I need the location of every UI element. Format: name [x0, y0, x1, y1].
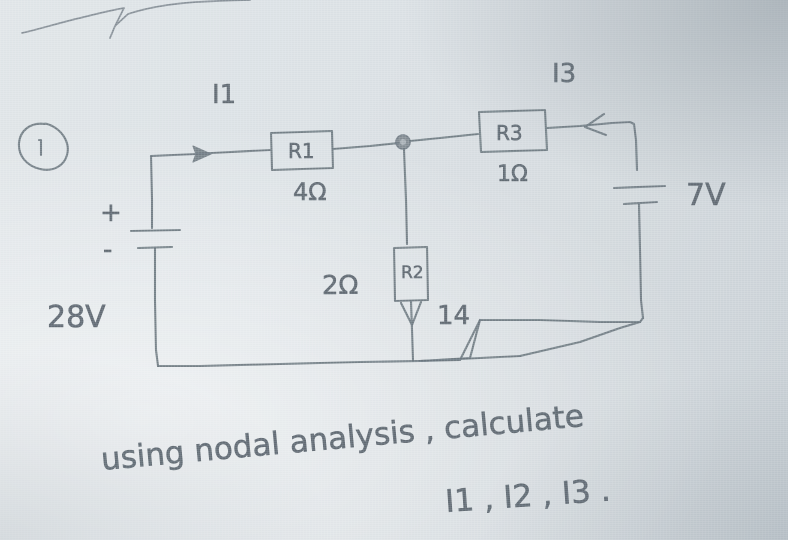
resistor-r2-value: 2Ω	[322, 271, 358, 301]
wire-r1-to-node	[331, 141, 401, 151]
problem-number-circle	[17, 122, 69, 171]
resistor-r1-value: 4Ω	[293, 178, 327, 206]
current-label-i4: 14	[437, 301, 470, 331]
current-arrow-i4	[399, 300, 423, 327]
voltage-source-7v-label: 7V	[686, 178, 726, 213]
stray-squiggle-mark	[21, 0, 251, 39]
wire-node-to-r3	[408, 132, 480, 143]
voltage-source-28v-label: 28V	[47, 300, 106, 335]
question-line-1: using nodal analysis , calculate	[99, 398, 585, 478]
resistor-r2-label: R2	[401, 263, 424, 283]
voltage-source-7v-symbol	[612, 184, 667, 320]
wire-r2-to-bottom	[409, 299, 415, 363]
wire-bottom-right-join	[518, 320, 642, 358]
current-label-i3: I3	[552, 59, 576, 89]
wire-bottom-left	[156, 318, 522, 368]
current-arrow-i1	[192, 145, 212, 163]
wire-top-left	[149, 148, 272, 158]
voltage-source-28v-symbol	[129, 154, 182, 368]
resistor-r3-box	[477, 108, 549, 154]
polarity-minus-label: -	[103, 235, 112, 265]
current-arrow-i3	[583, 112, 608, 137]
question-line-2: I1 , I2 , I3 .	[444, 473, 612, 520]
problem-number-text: 1	[200, 199, 201, 200]
wire-node-to-r2	[402, 147, 409, 246]
resistor-r1-label: R1	[288, 139, 315, 163]
resistor-r3-label: R3	[496, 121, 523, 145]
polarity-plus-label: +	[100, 198, 122, 228]
resistor-r3-value: 1Ω	[497, 162, 528, 187]
wire-r3-to-source	[545, 120, 639, 172]
resistor-r2-box	[392, 245, 430, 303]
junction-node-dot	[395, 134, 411, 150]
current-label-i1: I1	[212, 80, 236, 110]
wire-right-bottom	[478, 316, 645, 324]
resistor-r1-box	[269, 129, 335, 172]
